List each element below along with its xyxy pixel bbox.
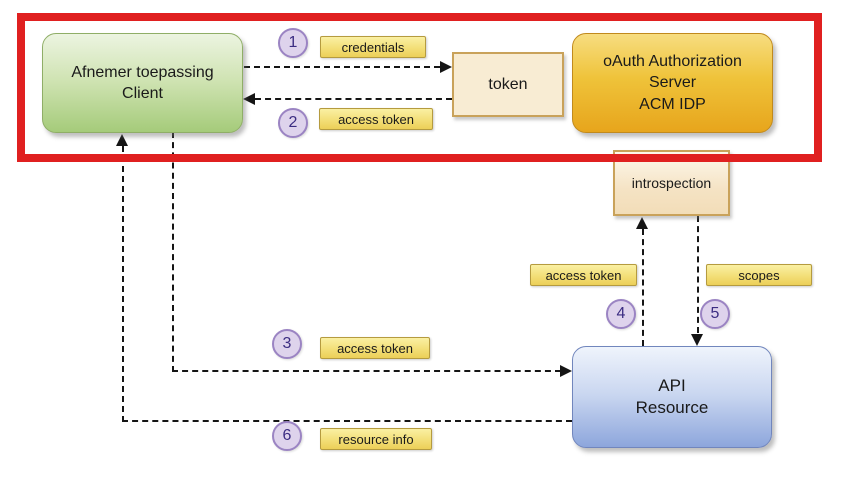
arrowhead-up-icon [116, 134, 128, 146]
step-1-message-badge: credentials [320, 36, 426, 58]
arrow-4-line [642, 229, 644, 346]
arrow-6-line-vertical [122, 146, 124, 422]
step-6-circle: 6 [272, 421, 302, 451]
arrowhead-right-icon [560, 365, 572, 377]
arrow-3-line-vertical [172, 132, 174, 372]
step-6-message-badge: resource info [320, 428, 432, 450]
step-2-circle: 2 [278, 108, 308, 138]
arrow-3-line-horizontal [172, 370, 561, 372]
api-resource-node: API Resource [572, 346, 772, 448]
step-3-circle: 3 [272, 329, 302, 359]
token-node-label: token [488, 75, 528, 93]
arrowhead-left-icon [243, 93, 255, 105]
introspection-node-label: introspection [631, 174, 712, 191]
arrow-6-line-horizontal [122, 420, 572, 422]
introspection-node: introspection [613, 150, 730, 216]
client-node: Afnemer toepassing Client [42, 33, 243, 133]
oauth-server-label-line3: ACM IDP [639, 95, 706, 113]
arrow-1-line [244, 66, 440, 68]
token-node: token [452, 52, 564, 117]
step-5-message-badge: scopes [706, 264, 812, 286]
api-resource-label-line1: API [658, 375, 686, 395]
oauth-server-node: oAuth Authorization Server ACM IDP [572, 33, 773, 133]
oauth-server-label-line2: Server [648, 74, 697, 92]
arrowhead-down-icon [691, 334, 703, 346]
arrow-2-line [255, 98, 452, 100]
client-node-label-line1: Afnemer toepassing [71, 63, 214, 81]
arrowhead-right-icon [440, 61, 452, 73]
step-2-message-badge: access token [319, 108, 433, 130]
step-4-message-badge: access token [530, 264, 637, 286]
step-3-message-badge: access token [320, 337, 430, 359]
api-resource-label-line2: Resource [635, 398, 709, 417]
arrow-5-line [697, 216, 699, 333]
step-5-circle: 5 [700, 299, 730, 329]
client-node-label-line2: Client [122, 85, 163, 102]
step-4-circle: 4 [606, 299, 636, 329]
step-1-circle: 1 [278, 28, 308, 58]
arrowhead-up-icon [636, 217, 648, 229]
oauth-server-label-line1: oAuth Authorization [603, 53, 742, 71]
